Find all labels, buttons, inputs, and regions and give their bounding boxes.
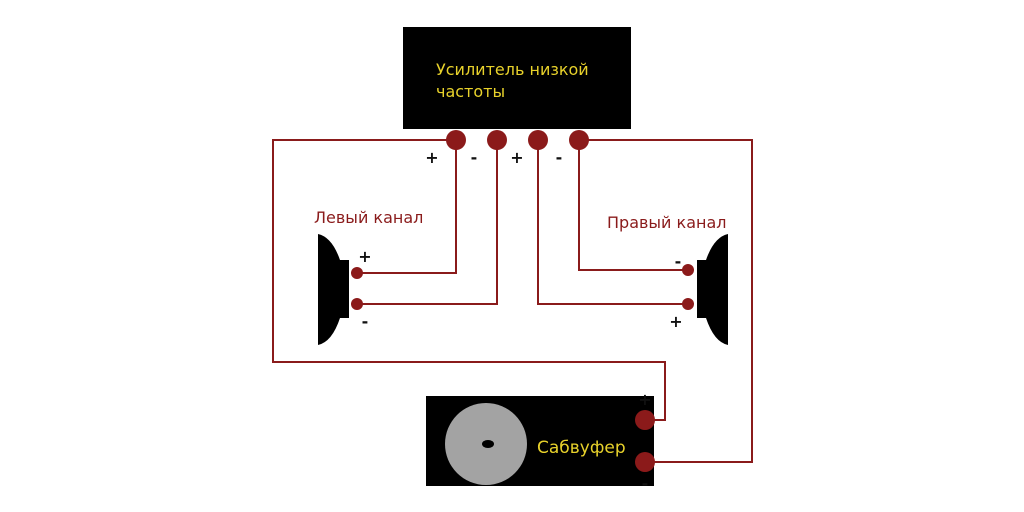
subwoofer-label: Сабвуфер bbox=[537, 438, 626, 458]
amp-sign-3: + bbox=[510, 148, 524, 167]
subwoofer-terminals bbox=[635, 410, 655, 472]
amp-terminal-2 bbox=[487, 130, 507, 150]
wire-right-plus bbox=[537, 140, 688, 305]
amplifier-box bbox=[403, 27, 631, 129]
amp-terminal-1 bbox=[446, 130, 466, 150]
amplifier-terminals bbox=[446, 130, 589, 150]
left-speaker-minus: - bbox=[361, 312, 369, 331]
sub-sign-minus: - bbox=[641, 474, 649, 493]
left-speaker-icon bbox=[318, 234, 363, 345]
wire-left-minus bbox=[357, 140, 498, 305]
wire-sub-minus bbox=[579, 139, 753, 463]
amp-sign-4: - bbox=[555, 148, 563, 167]
wires bbox=[272, 139, 753, 463]
right-speaker-icon bbox=[682, 234, 728, 345]
right-speaker-plus: + bbox=[669, 312, 683, 331]
amp-terminal-4 bbox=[569, 130, 589, 150]
amplifier-title-line1: Усилитель низкой bbox=[436, 60, 589, 79]
amplifier-title-line2: частоты bbox=[436, 82, 506, 101]
sub-sign-plus: + bbox=[638, 390, 652, 409]
amp-terminal-3 bbox=[528, 130, 548, 150]
sub-terminal-plus bbox=[635, 410, 655, 430]
right-speaker-minus: - bbox=[674, 252, 682, 271]
wire-left-plus bbox=[357, 140, 457, 274]
left-speaker-plus: + bbox=[358, 247, 372, 266]
amp-sign-1: + bbox=[425, 148, 439, 167]
sub-terminal-minus bbox=[635, 452, 655, 472]
wire-right-minus bbox=[578, 140, 688, 271]
right-channel-label: Правый канал bbox=[607, 213, 727, 232]
subwoofer-cone-icon bbox=[445, 403, 527, 485]
wire-sub-plus bbox=[272, 139, 666, 421]
left-channel-label: Левый канал bbox=[314, 208, 424, 227]
amp-sign-2: - bbox=[470, 148, 478, 167]
